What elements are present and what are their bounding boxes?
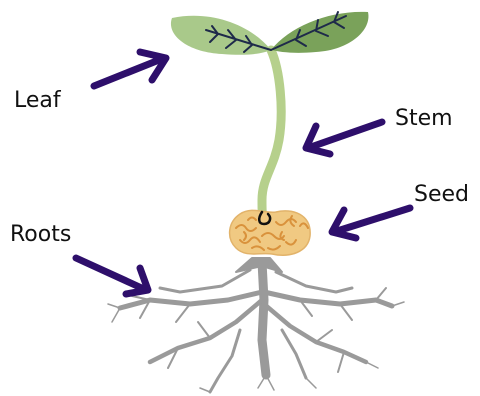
root-left-4 [210,330,240,392]
root-fine-2 [108,302,404,392]
root-right-1 [264,292,392,306]
seed-arrow-icon [332,208,410,238]
stem [262,50,281,222]
label-seed: Seed [414,184,469,206]
root-right-4 [282,330,306,378]
arrows [76,52,410,294]
root-right-2 [264,304,366,362]
label-roots: Roots [10,224,71,246]
stem-arrow-icon [306,122,382,154]
seed [230,210,311,255]
root-main [262,262,266,375]
roots-arrow-icon [76,258,148,294]
label-leaf: Leaf [14,90,61,112]
root-right-3 [276,272,352,292]
leaf-arrow-icon [94,52,166,86]
roots [108,258,404,392]
root-left-3 [160,270,250,292]
label-stem: Stem [395,108,453,130]
